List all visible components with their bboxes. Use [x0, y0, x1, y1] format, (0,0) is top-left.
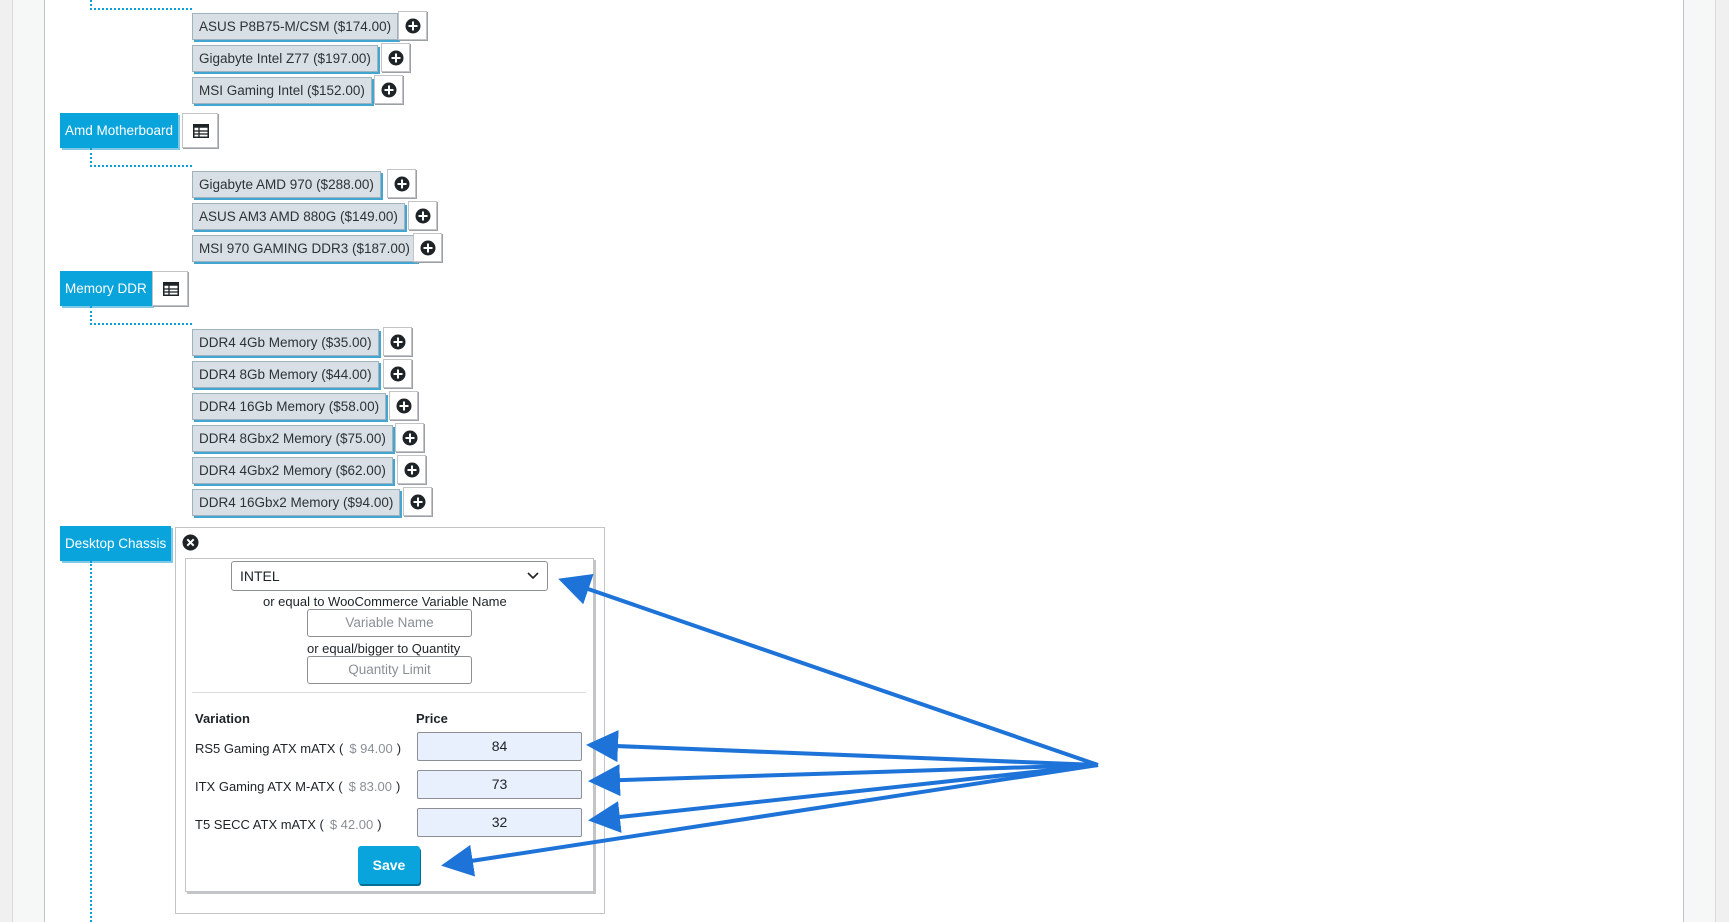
plus-circle-icon — [396, 398, 412, 414]
category-desktop-chassis[interactable]: Desktop Chassis — [60, 526, 172, 561]
plus-circle-icon — [410, 494, 426, 510]
plus-circle-icon — [394, 176, 410, 192]
table-icon — [193, 124, 209, 138]
category-memory-ddr[interactable]: Memory DDR — [60, 271, 152, 306]
product-item-gigabyte-amd-970[interactable]: Gigabyte AMD 970 ($288.00) — [192, 171, 381, 198]
add-item-button[interactable] — [381, 43, 410, 72]
product-item-ddr4-8gbx2[interactable]: DDR4 8Gbx2 Memory ($75.00) — [192, 425, 393, 452]
add-item-button[interactable] — [389, 391, 418, 420]
product-item-msi-gaming-intel[interactable]: MSI Gaming Intel ($152.00) — [192, 77, 372, 104]
close-circle-icon[interactable] — [182, 534, 199, 551]
add-item-button[interactable] — [395, 423, 424, 452]
plus-circle-icon — [420, 240, 436, 256]
paren: ) — [395, 779, 401, 794]
variation-name: RS5 Gaming ATX mATX ( — [195, 741, 344, 756]
variable-name-input[interactable]: Variable Name — [307, 609, 472, 637]
tree-connector — [90, 323, 192, 325]
plus-circle-icon — [405, 18, 421, 34]
product-item-ddr4-16gb[interactable]: DDR4 16Gb Memory ($58.00) — [192, 393, 387, 420]
column-header-variation: Variation — [195, 711, 250, 726]
paren: ) — [377, 817, 382, 832]
add-item-button[interactable] — [408, 201, 437, 230]
plus-circle-icon — [390, 366, 406, 382]
variation-name: ITX Gaming ATX M-ATX ( — [195, 779, 343, 794]
variation-row: T5 SECC ATX mATX ( $ 42.00) — [195, 817, 382, 832]
tree-connector — [90, 8, 192, 10]
column-header-price: Price — [416, 711, 448, 726]
add-item-button[interactable] — [383, 327, 412, 356]
product-item-ddr4-4gbx2[interactable]: DDR4 4Gbx2 Memory ($62.00) — [192, 457, 393, 484]
add-item-button[interactable] — [398, 11, 427, 40]
price-input[interactable]: 73 — [417, 770, 582, 799]
product-item-ddr4-4gb[interactable]: DDR4 4Gb Memory ($35.00) — [192, 329, 379, 356]
add-item-button[interactable] — [387, 169, 416, 198]
category-amd-motherboard[interactable]: Amd Motherboard — [60, 113, 179, 148]
tree-connector — [90, 148, 92, 167]
plus-circle-icon — [415, 208, 431, 224]
price-input[interactable]: 84 — [417, 732, 582, 761]
plus-circle-icon — [402, 430, 418, 446]
product-item-ddr4-16gbx2[interactable]: DDR4 16Gbx2 Memory ($94.00) — [192, 489, 401, 516]
regular-price: $ 83.00 — [348, 779, 392, 794]
add-item-button[interactable] — [374, 75, 403, 104]
product-item-gigabyte-z77[interactable]: Gigabyte Intel Z77 ($197.00) — [192, 45, 378, 72]
add-item-button[interactable] — [397, 455, 426, 484]
plus-circle-icon — [404, 462, 420, 478]
quantity-limit-input[interactable]: Quantity Limit — [307, 656, 472, 684]
variation-row: ITX Gaming ATX M-ATX ( $ 83.00) — [195, 779, 400, 794]
product-item-ddr4-8gb[interactable]: DDR4 8Gb Memory ($44.00) — [192, 361, 379, 388]
chevron-down-icon — [527, 572, 539, 580]
quantity-caption: or equal/bigger to Quantity — [307, 641, 461, 656]
plus-circle-icon — [381, 82, 397, 98]
regular-price: $ 42.00 — [329, 817, 374, 832]
condition-select-value: INTEL — [240, 568, 280, 584]
paren: ) — [396, 741, 402, 756]
save-button[interactable]: Save — [358, 846, 420, 884]
plus-circle-icon — [388, 50, 404, 66]
table-button[interactable] — [152, 271, 188, 306]
plus-circle-icon — [390, 334, 406, 350]
tree-connector — [90, 0, 92, 10]
add-item-button[interactable] — [383, 359, 412, 388]
variation-name: T5 SECC ATX mATX ( — [195, 817, 324, 832]
price-input[interactable]: 32 — [417, 808, 582, 837]
add-item-button[interactable] — [403, 487, 432, 516]
tree-connector — [90, 306, 92, 325]
regular-price: $ 94.00 — [349, 741, 393, 756]
divider — [192, 692, 586, 693]
tree-connector — [90, 561, 92, 922]
condition-select[interactable]: INTEL — [231, 561, 548, 591]
tree-connector — [90, 165, 192, 167]
table-icon — [163, 282, 179, 296]
table-button[interactable] — [182, 113, 218, 148]
product-item-asus-p8b75[interactable]: ASUS P8B75-M/CSM ($174.00) — [192, 13, 399, 40]
variation-row: RS5 Gaming ATX mATX ( $ 94.00) — [195, 741, 401, 756]
add-item-button[interactable] — [413, 233, 442, 262]
variable-name-caption: or equal to WooCommerce Variable Name — [263, 594, 507, 609]
product-item-msi-970[interactable]: MSI 970 GAMING DDR3 ($187.00) — [192, 235, 417, 262]
product-item-asus-am3[interactable]: ASUS AM3 AMD 880G ($149.00) — [192, 203, 405, 230]
